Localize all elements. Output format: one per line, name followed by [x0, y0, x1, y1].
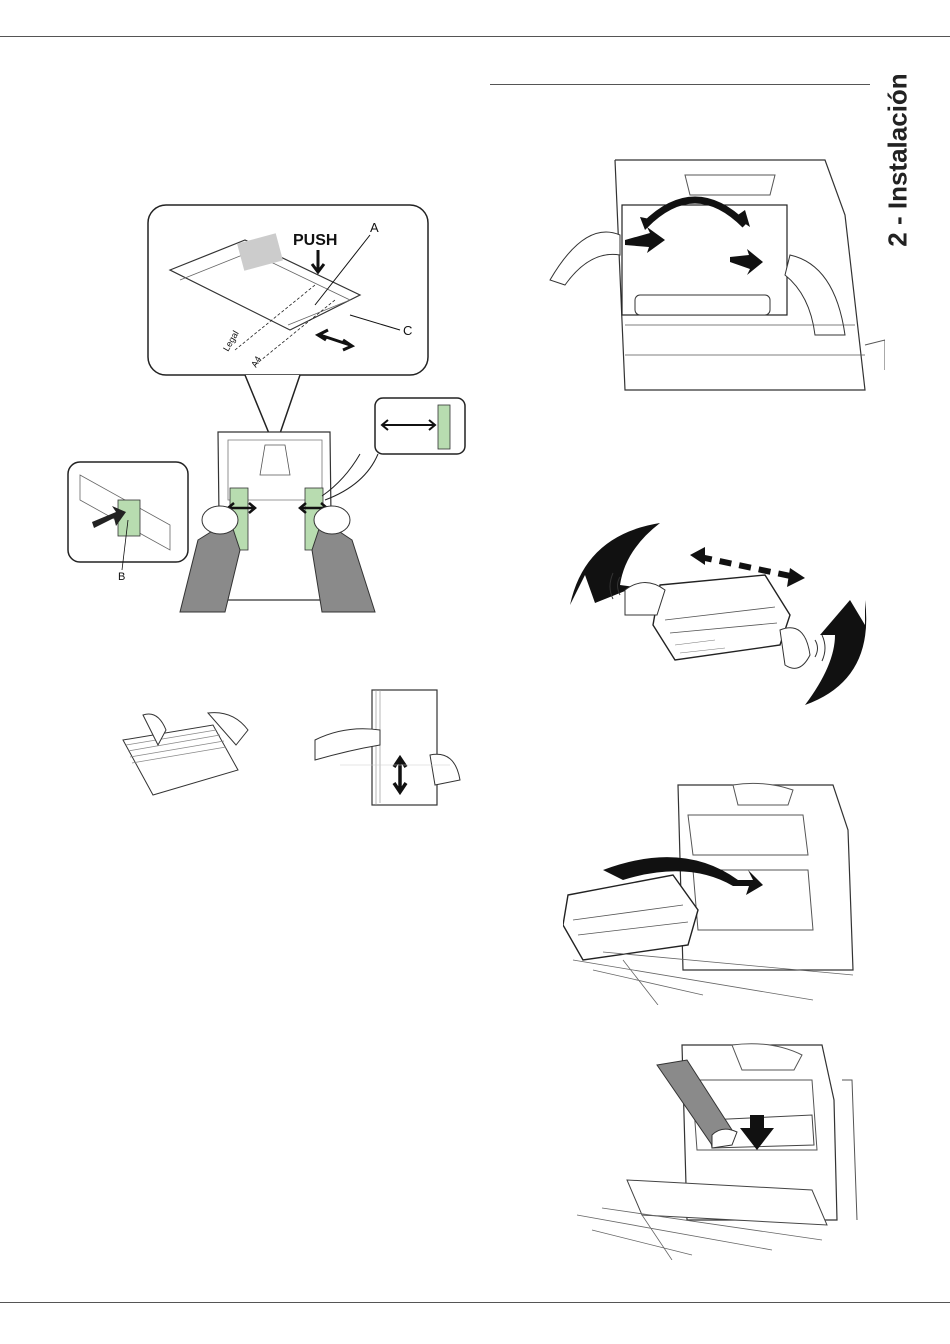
callout-c: C [403, 323, 412, 338]
header-rule [0, 36, 950, 37]
callout-b: B [118, 571, 125, 583]
footer-rule [0, 1302, 950, 1303]
shake-cartridge-illustration [565, 515, 885, 710]
insert-cartridge-illustration [563, 780, 863, 1005]
callout-a: A [370, 220, 379, 235]
open-cover-illustration [545, 155, 885, 395]
fan-paper-illustration [118, 705, 258, 805]
section-tab-label: 2 - Instalación [883, 73, 914, 246]
tap-paper-illustration [310, 685, 470, 815]
push-cartridge-illustration [572, 1040, 862, 1260]
section-rule [490, 84, 870, 85]
tray-adjust-illustration: PUSH A C Legal A4 B [60, 200, 480, 620]
push-label: PUSH [293, 232, 337, 249]
